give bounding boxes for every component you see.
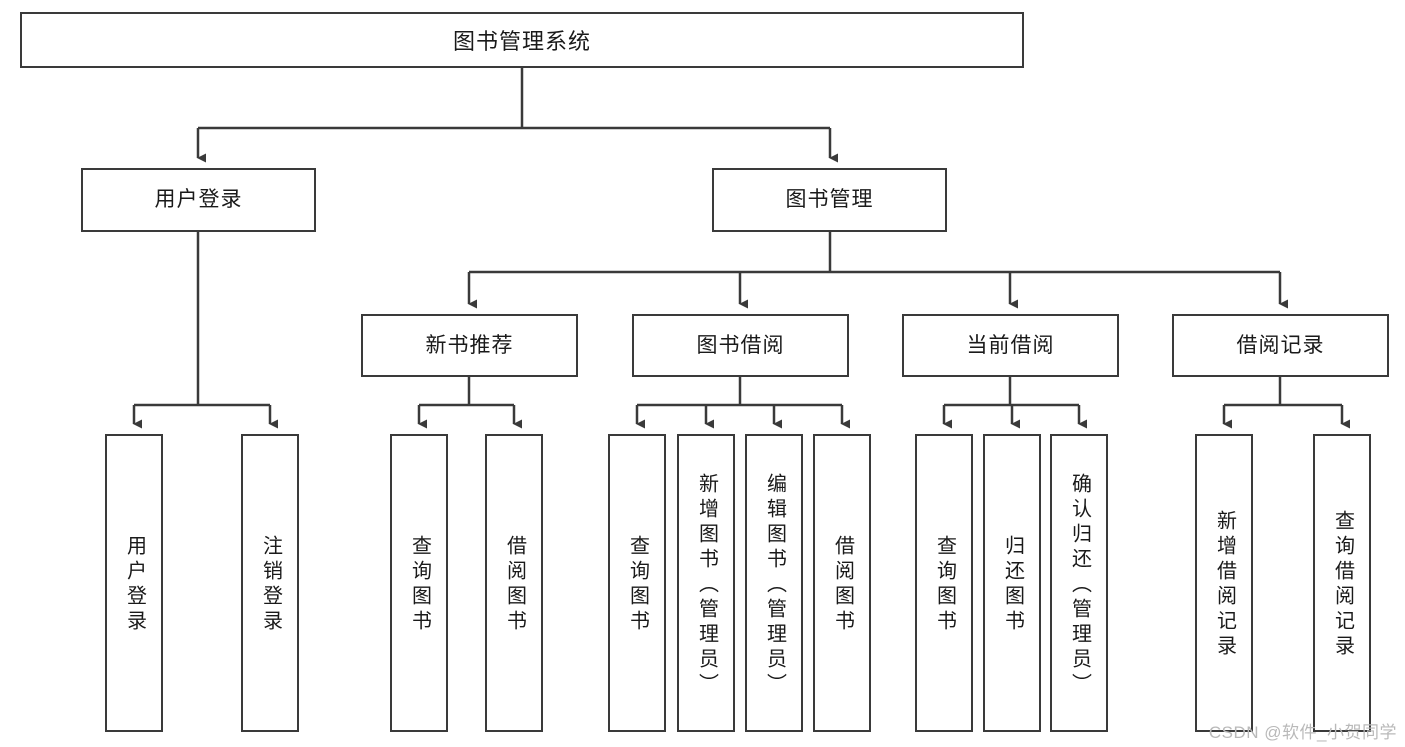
- leaf-return-book[interactable]: 归还图书: [983, 434, 1041, 732]
- node-borrow-records[interactable]: 借阅记录: [1172, 314, 1389, 377]
- node-label: 图书管理系统: [452, 29, 591, 54]
- leaf-query-book-new[interactable]: 查询图书: [390, 434, 448, 732]
- node-new-book-recommend[interactable]: 新书推荐: [361, 314, 578, 377]
- node-label: 编辑图书（管理员）: [763, 472, 786, 698]
- node-root-system[interactable]: 图书管理系统: [20, 12, 1024, 68]
- leaf-logout[interactable]: 注销登录: [241, 434, 299, 732]
- node-label: 用户登录: [154, 188, 243, 212]
- node-label: 新增图书（管理员）: [695, 472, 718, 698]
- node-label: 查询图书: [626, 535, 649, 635]
- node-label: 新增借阅记录: [1213, 510, 1236, 660]
- leaf-confirm-return-admin[interactable]: 确认归还（管理员）: [1050, 434, 1108, 732]
- leaf-edit-book-admin[interactable]: 编辑图书（管理员）: [745, 434, 803, 732]
- node-label: 注销登录: [259, 535, 282, 635]
- node-label: 用户登录: [123, 535, 146, 635]
- leaf-query-book-current[interactable]: 查询图书: [915, 434, 973, 732]
- leaf-query-book-borrow[interactable]: 查询图书: [608, 434, 666, 732]
- node-user-login[interactable]: 用户登录: [81, 168, 316, 232]
- node-label: 借阅图书: [831, 535, 854, 635]
- node-label: 借阅记录: [1236, 333, 1325, 357]
- node-book-borrow[interactable]: 图书借阅: [632, 314, 849, 377]
- node-label: 图书借阅: [696, 333, 785, 357]
- leaf-borrow-book[interactable]: 借阅图书: [813, 434, 871, 732]
- node-label: 图书管理: [785, 188, 874, 212]
- node-label: 当前借阅: [966, 333, 1055, 357]
- node-label: 归还图书: [1001, 535, 1024, 635]
- node-label: 查询借阅记录: [1331, 510, 1354, 660]
- leaf-add-book-admin[interactable]: 新增图书（管理员）: [677, 434, 735, 732]
- node-label: 借阅图书: [503, 535, 526, 635]
- leaf-add-borrow-record[interactable]: 新增借阅记录: [1195, 434, 1253, 732]
- node-book-management[interactable]: 图书管理: [712, 168, 947, 232]
- node-label: 查询图书: [408, 535, 431, 635]
- leaf-user-login[interactable]: 用户登录: [105, 434, 163, 732]
- node-current-borrow[interactable]: 当前借阅: [902, 314, 1119, 377]
- leaf-query-borrow-record[interactable]: 查询借阅记录: [1313, 434, 1371, 732]
- node-label: 确认归还（管理员）: [1068, 472, 1091, 698]
- leaf-borrow-book-new[interactable]: 借阅图书: [485, 434, 543, 732]
- node-label: 查询图书: [933, 535, 956, 635]
- node-label: 新书推荐: [425, 333, 514, 357]
- watermark: CSDN @软件_小贺同学: [1208, 723, 1397, 742]
